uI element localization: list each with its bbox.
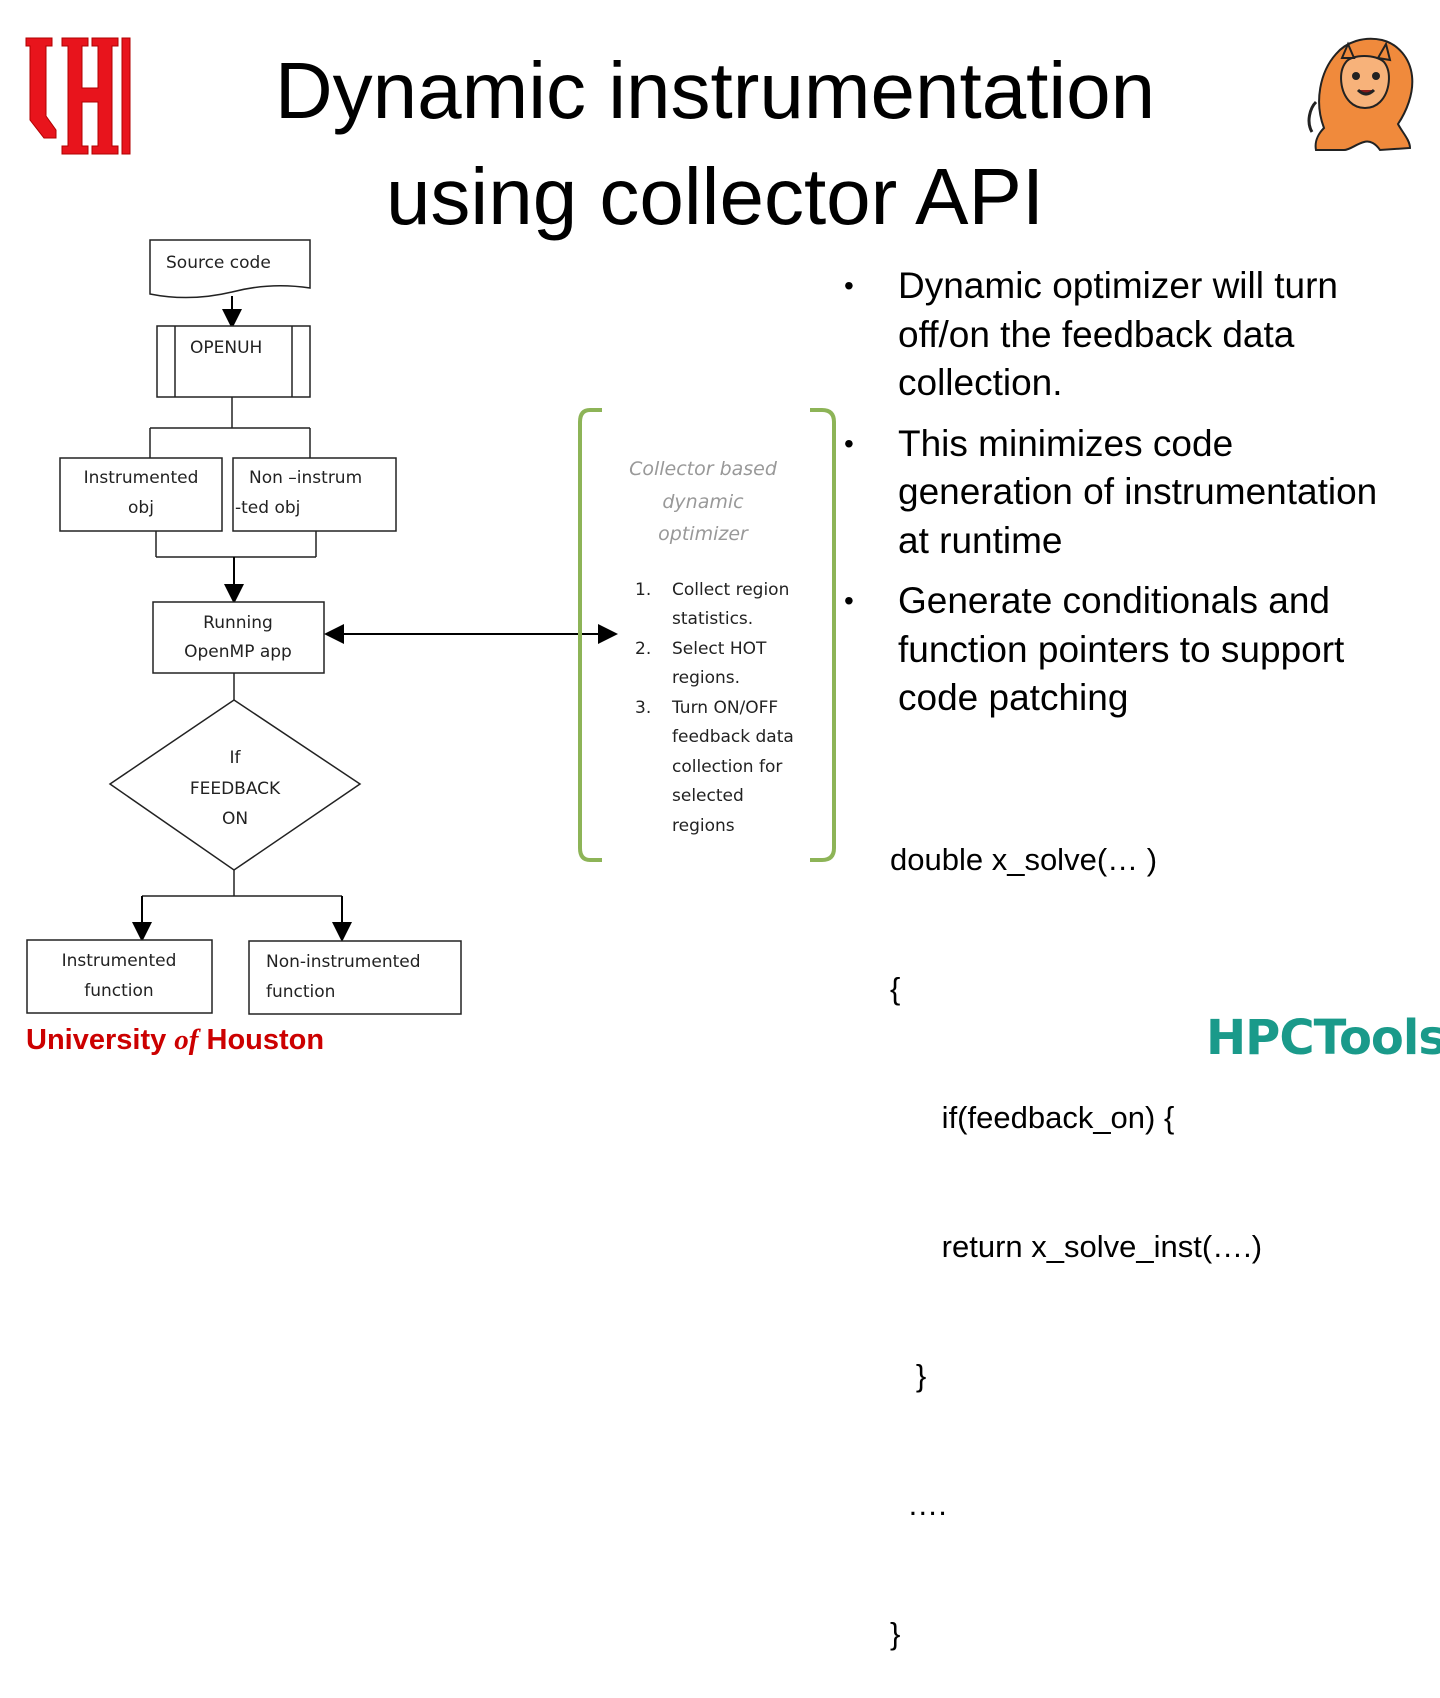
right-brace: [810, 408, 836, 862]
university-footer: University of Houston: [26, 1024, 324, 1057]
step-3-line-3: collection for: [672, 757, 782, 777]
footer-of: of: [174, 1024, 199, 1056]
bullet-item: • Generate conditionals and function poin…: [840, 577, 1400, 723]
bullet-list: • Dynamic optimizer will turn off/on the …: [840, 262, 1400, 735]
uh-logo-icon: [25, 37, 131, 155]
step-1-line-1: Collect region: [672, 580, 789, 600]
hpctools-logo: HPCTools: [1206, 1010, 1440, 1066]
code-line: }: [890, 1358, 927, 1393]
footer-suffix: Houston: [198, 1024, 325, 1056]
bullet-marker: •: [844, 585, 854, 616]
non-instrumented-obj-label-2: -ted obj: [235, 498, 300, 518]
step-3-line-4: selected: [672, 786, 744, 806]
cougar-mascot-icon: [1307, 37, 1414, 152]
bullet-text: Dynamic optimizer will turn off/on the f…: [898, 265, 1338, 403]
instrumented-obj-label-2: obj: [128, 498, 154, 518]
code-line: return x_solve_inst(….): [890, 1229, 1263, 1264]
instrumented-function-label-2: function: [84, 981, 153, 1001]
non-instrumented-obj-label-1: Non –instrum: [249, 468, 362, 488]
bullet-marker: •: [844, 427, 854, 459]
openuh-label: OPENUH: [190, 338, 262, 358]
instrumented-function-box: [26, 939, 213, 1014]
code-line: if(feedback_on) {: [890, 1100, 1175, 1135]
code-line: }: [890, 1616, 901, 1651]
non-instrumented-obj-box: [232, 457, 397, 532]
step-1-line-2: statistics.: [672, 609, 753, 629]
non-instrumented-function-label-2: function: [266, 982, 335, 1002]
code-line: ….: [890, 1487, 947, 1522]
decision-label-3: ON: [222, 809, 248, 829]
flowchart-diagram: Source code OPENUH Instrumented obj Non …: [26, 239, 836, 1015]
running-app-label-1: Running: [203, 613, 273, 633]
step-1-number: 1.: [635, 580, 651, 600]
page-title: Dynamic instrumentation using collector …: [200, 38, 1230, 250]
non-instrumented-function-box: [248, 940, 462, 1015]
bullet-item: • Dynamic optimizer will turn off/on the …: [840, 262, 1400, 408]
bullet-text: This minimizes code generation of instru…: [898, 422, 1378, 561]
instrumented-obj-box: [59, 457, 223, 532]
step-3-line-2: feedback data: [672, 727, 794, 747]
openuh-box: [156, 325, 311, 398]
non-instrumented-function-label-1: Non-instrumented: [266, 952, 421, 972]
step-2-line-2: regions.: [672, 668, 740, 688]
footer-prefix: University: [26, 1024, 175, 1056]
running-app-label-2: OpenMP app: [184, 642, 292, 662]
step-2-number: 2.: [635, 639, 651, 659]
decision-label-1: If: [230, 748, 242, 768]
step-3-line-5: regions: [672, 816, 735, 836]
instrumented-obj-label-1: Instrumented: [84, 468, 199, 488]
title-line-1: Dynamic instrumentation: [274, 46, 1156, 135]
source-code-shape: [149, 239, 311, 299]
bullet-item: • This minimizes code generation of instr…: [840, 420, 1400, 566]
bullet-text: Generate conditionals and function point…: [898, 580, 1345, 718]
optimizer-title-2: dynamic: [662, 491, 744, 513]
code-line: {: [890, 971, 901, 1006]
code-line: double x_solve(… ): [890, 842, 1158, 877]
step-2-line-1: Select HOT: [672, 639, 767, 659]
left-brace: [578, 408, 602, 862]
title-line-2: using collector API: [385, 152, 1045, 241]
bullet-marker: •: [844, 270, 854, 301]
code-snippet: double x_solve(… ) { if(feedback_on) { r…: [890, 752, 1262, 1698]
source-code-label: Source code: [166, 253, 271, 273]
decision-label-2: FEEDBACK: [190, 779, 281, 799]
optimizer-title-3: optimizer: [658, 523, 749, 545]
instrumented-function-label-1: Instrumented: [62, 951, 177, 971]
step-3-number: 3.: [635, 698, 651, 718]
optimizer-title-1: Collector based: [629, 458, 778, 480]
step-3-line-1: Turn ON/OFF: [671, 698, 778, 718]
